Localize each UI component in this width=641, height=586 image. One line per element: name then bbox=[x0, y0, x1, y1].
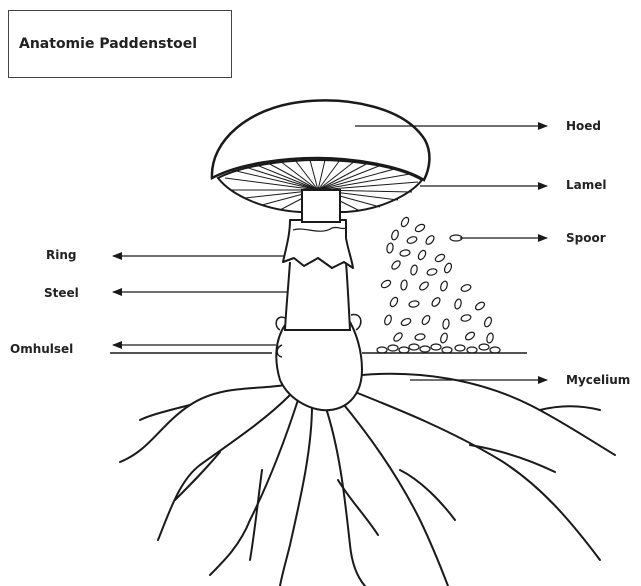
label-spoor: Spoor bbox=[566, 231, 606, 245]
label-steel: Steel bbox=[44, 286, 79, 300]
stem-top bbox=[302, 190, 340, 222]
label-mycelium: Mycelium bbox=[566, 373, 630, 387]
label-lamel: Lamel bbox=[566, 178, 607, 192]
label-hoed: Hoed bbox=[566, 119, 601, 133]
spores bbox=[377, 216, 500, 353]
label-ring: Ring bbox=[46, 248, 77, 262]
ring bbox=[283, 220, 353, 268]
mycelium-roots bbox=[120, 374, 615, 586]
label-omhulsel: Omhulsel bbox=[10, 342, 73, 356]
stem bbox=[285, 262, 350, 330]
